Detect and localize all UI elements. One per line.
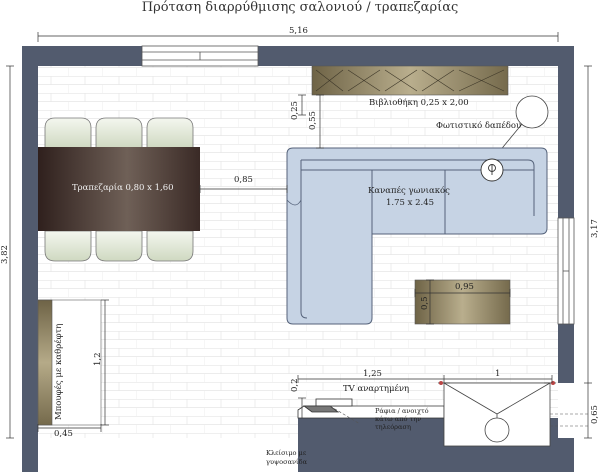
dim-tv-depth: 0,2 [290, 378, 300, 392]
dimension-lines [6, 32, 592, 439]
dining-chairs [44, 117, 194, 262]
right-window [557, 217, 575, 325]
sideboard-label: Μπουφές με καθρέφτη [54, 323, 64, 420]
sofa-label-line2: 1.75 x 2.45 [386, 198, 435, 208]
dim-total-width: 5,16 [289, 26, 308, 36]
dim-dining-gap: 0,85 [234, 175, 253, 185]
floor-lamp [493, 95, 549, 159]
floor-lamp-label: Φωτιστικό δαπέδου [436, 121, 522, 131]
bookcase [311, 65, 509, 96]
bookcase-label: Βιβλιοθήκη 0,25 x 2,00 [369, 98, 469, 108]
sideboard [37, 299, 102, 426]
shelves-label-line1: Ράφια / ανοιχτό [375, 407, 429, 415]
corner-sofa [286, 147, 548, 325]
shelves-label-line3: τηλεόραση [375, 423, 411, 431]
dim-right-height: 3,17 [590, 219, 600, 238]
lamp-base [480, 158, 504, 182]
dim-tv-width: 1,25 [363, 369, 382, 379]
dining-table [38, 147, 200, 231]
shelves-unit [438, 382, 556, 447]
tv-label: TV αναρτημένη [343, 384, 410, 394]
closet-label-line1: Κλείσιμο με [266, 449, 307, 457]
dim-table-width: 0,95 [455, 282, 474, 292]
closet-label-line2: γυψοσανίδα [266, 458, 308, 466]
leader-lines [329, 405, 588, 427]
dim-right-lower: 0,65 [590, 405, 600, 424]
walls [22, 46, 574, 472]
top-window [141, 45, 259, 67]
dim-desk-height: 1,2 [93, 352, 103, 366]
dim-shelf-gap: 0,25 [290, 101, 300, 120]
dim-total-height: 3,82 [0, 245, 10, 264]
page-title: Πρόταση διαρρύθμισης σαλονιού / τραπεζαρ… [141, 0, 459, 15]
dim-desk-width: 0,45 [54, 429, 73, 439]
shelves-label-line2: κάτω από την [375, 415, 422, 423]
dim-sofa-gap: 0,55 [308, 111, 318, 130]
sofa-label-line1: Καναπές γωνιακός [368, 186, 450, 196]
dim-table-depth: 0,5 [420, 296, 430, 310]
coffee-table [414, 279, 511, 325]
dining-label: Τραπεζαρία 0,80 x 1,60 [72, 183, 174, 193]
dim-corner-width: 1 [495, 369, 501, 379]
